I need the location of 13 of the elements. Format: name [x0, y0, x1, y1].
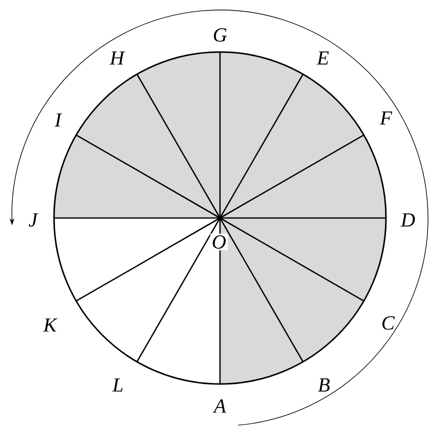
point-label: H: [110, 51, 126, 65]
point-label: C: [382, 316, 395, 330]
point-label: K: [43, 318, 58, 332]
point-label: B: [318, 378, 330, 392]
point-label: F: [380, 111, 392, 125]
point-label: J: [28, 213, 38, 227]
point-label: O: [210, 234, 228, 250]
point-label: A: [212, 399, 226, 413]
point-label: D: [400, 213, 415, 227]
point-label: I: [54, 113, 62, 127]
point-label: L: [112, 378, 123, 392]
point-label: G: [214, 28, 227, 42]
point-label: E: [316, 51, 329, 65]
